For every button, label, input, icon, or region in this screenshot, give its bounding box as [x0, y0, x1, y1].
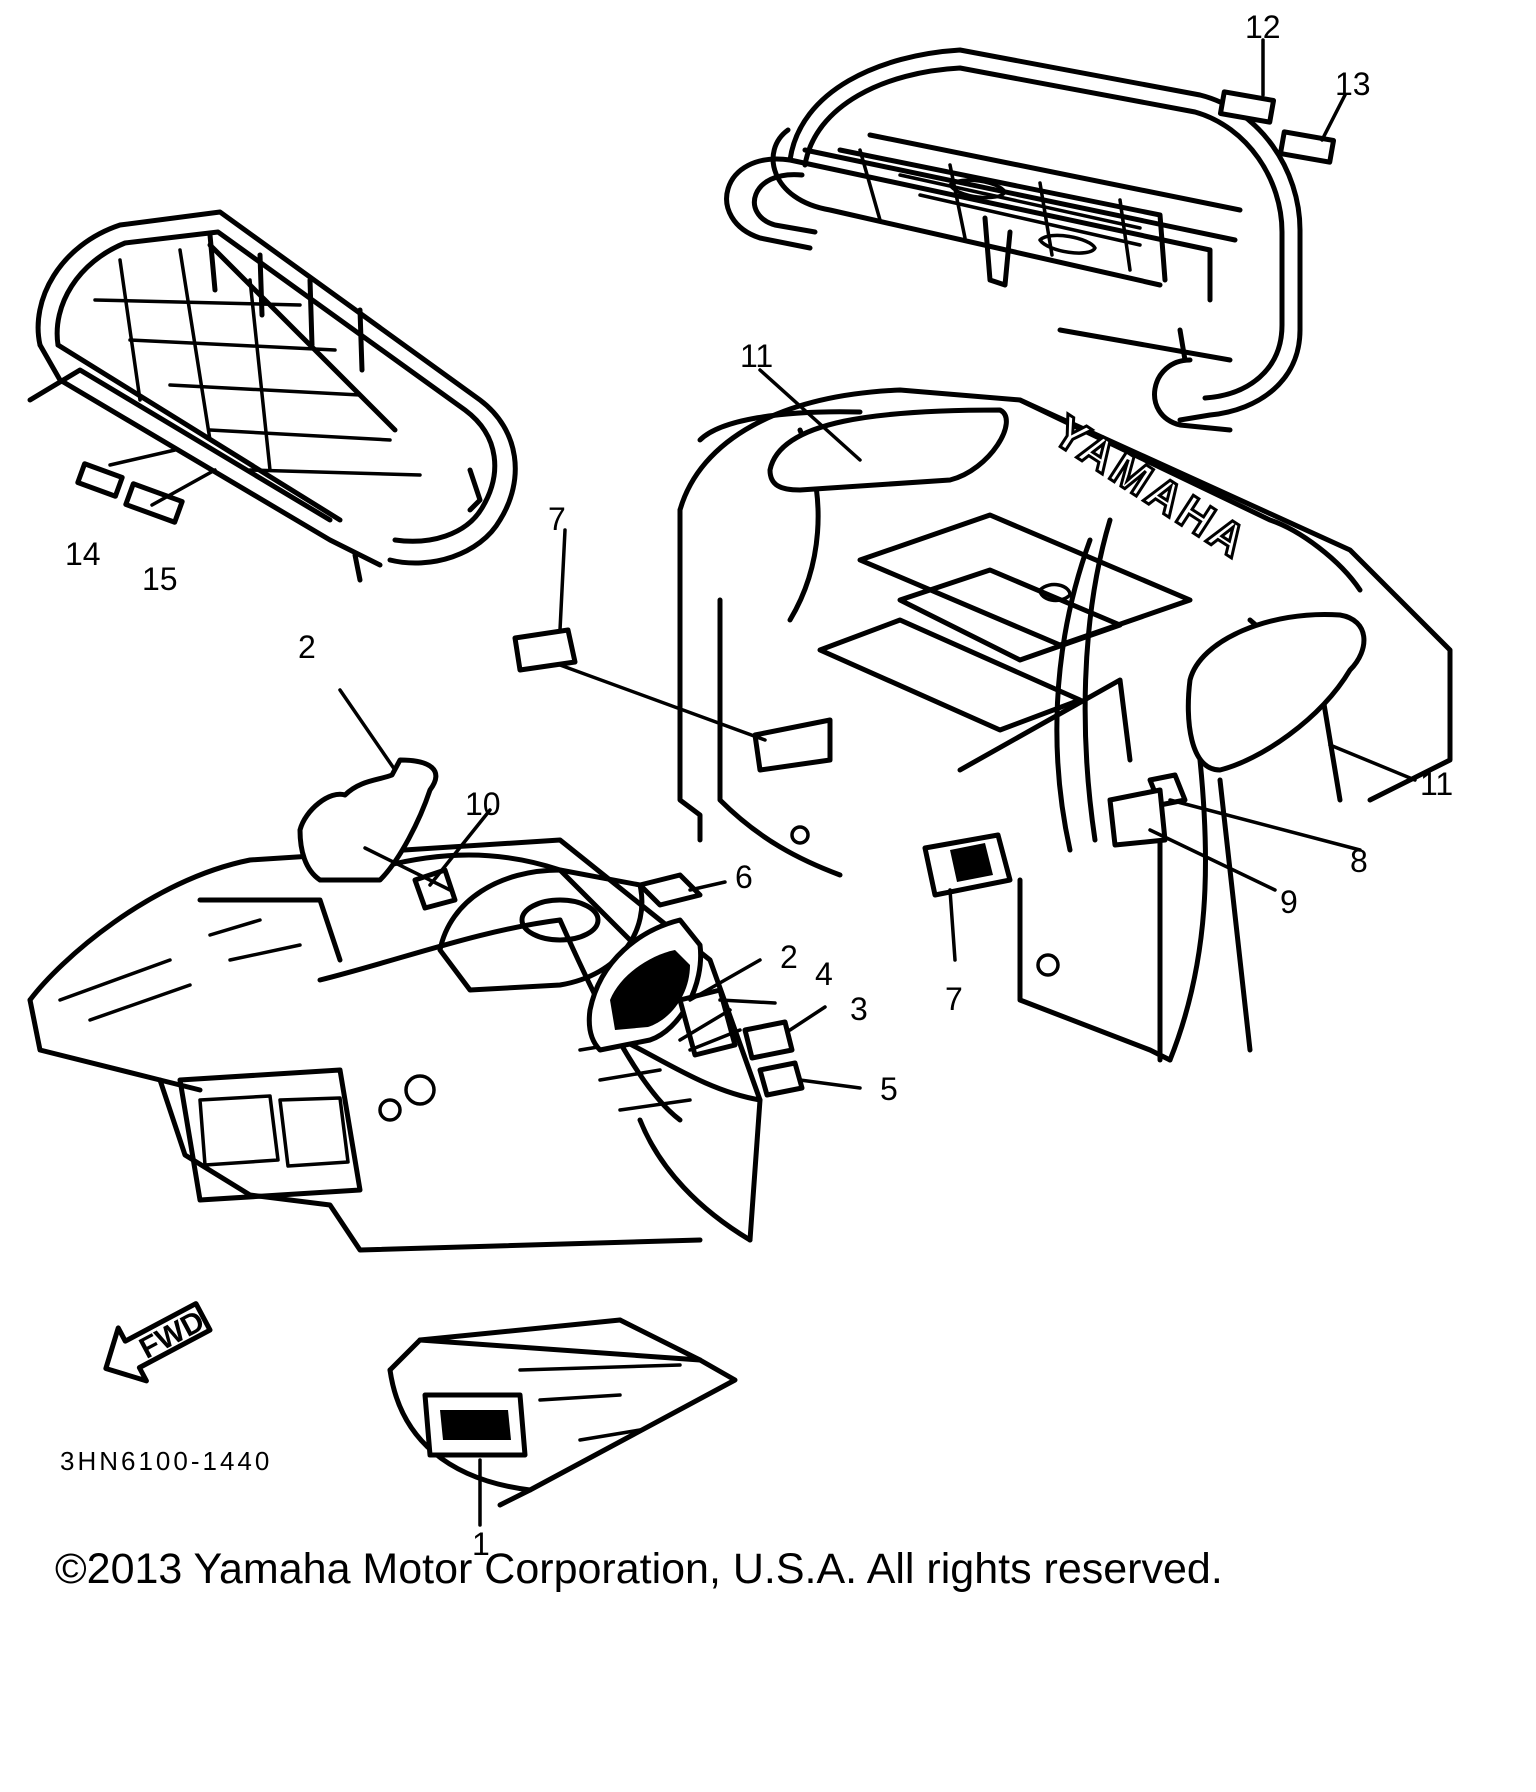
callout-2-lower: 2: [780, 939, 798, 975]
callout-15: 15: [142, 561, 178, 597]
callout-1: 1: [472, 1526, 490, 1562]
rear-carrier-rack: [724, 47, 1337, 433]
side-cover: [387, 1317, 738, 1508]
callout-7-upper: 7: [548, 501, 566, 537]
callout-13: 13: [1335, 66, 1371, 102]
callout-5: 5: [880, 1071, 898, 1107]
front-carrier-rack: [27, 209, 518, 583]
callout-4: 4: [815, 956, 833, 992]
callout-3: 3: [850, 991, 868, 1027]
callout-6: 6: [735, 859, 753, 895]
copyright-notice: ©2013 Yamaha Motor Corporation, U.S.A. A…: [55, 1545, 1223, 1593]
part-code: 3HN6100-1440: [60, 1446, 272, 1476]
leader-lines: [108, 38, 1417, 1527]
callout-10: 10: [465, 786, 501, 822]
callout-2-upper: 2: [298, 629, 316, 665]
callout-7-lower: 7: [945, 981, 963, 1017]
callout-11-right: 11: [1420, 766, 1453, 802]
fwd-arrow: FWD: [103, 1301, 213, 1384]
callout-labels: 12 13 11 14 15 7 11 8 9 7 2 10 6 2 4 3 5…: [65, 9, 1453, 1562]
callout-12: 12: [1245, 9, 1281, 45]
front-fender: [27, 757, 805, 1253]
callout-9: 9: [1280, 884, 1298, 920]
callout-11-upper: 11: [740, 338, 773, 374]
callout-8: 8: [1350, 843, 1368, 879]
callout-14: 14: [65, 536, 101, 572]
